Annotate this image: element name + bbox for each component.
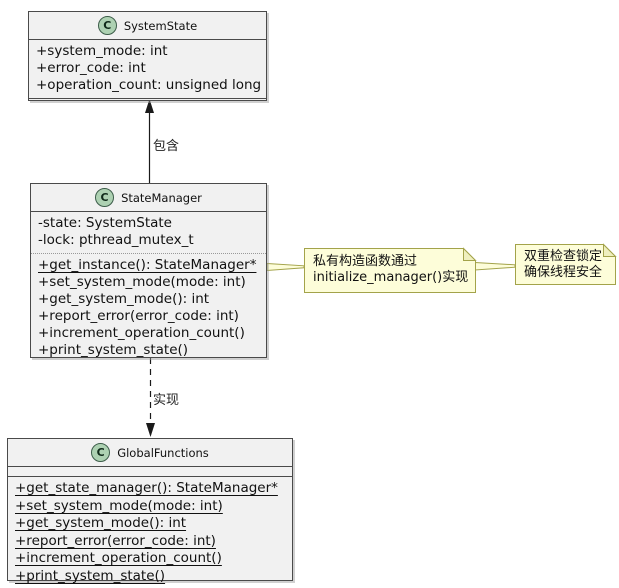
methods-section: +get_state_manager(): StateManager* +set…	[8, 477, 292, 585]
class-header: C StateManager	[31, 184, 266, 212]
note-connector-2	[474, 261, 516, 271]
class-stereotype-icon: C	[95, 188, 115, 207]
note-line: initialize_manager()实现	[313, 270, 469, 285]
attribute-row: +error_code: int	[36, 60, 146, 76]
method-row: +set_system_mode(mode: int)	[15, 497, 223, 514]
class-name: SystemState	[123, 18, 198, 33]
class-box-systemstate: C SystemState +system_mode: int +error_c…	[28, 11, 267, 101]
method-row: +print_system_state()	[38, 342, 189, 358]
attributes-section-empty	[8, 467, 292, 477]
method-row: +set_system_mode(mode: int)	[38, 274, 246, 290]
class-stereotype-icon: C	[91, 443, 111, 462]
edge-label-realization: 实现	[153, 393, 180, 408]
class-header: C SystemState	[29, 12, 266, 40]
note-1-text: 私有构造函数通过 initialize_manager()实现	[313, 254, 468, 286]
attribute-row: -state: SystemState	[38, 215, 172, 231]
attribute-row: +operation_count: unsigned long	[36, 77, 262, 93]
method-row: +report_error(error_code: int)	[15, 532, 216, 549]
note-line: 双重检查锁定	[524, 249, 603, 264]
containment-arrowhead-icon	[145, 99, 154, 113]
method-row: +get_instance(): StateManager*	[38, 257, 257, 273]
method-row: +increment_operation_count()	[15, 550, 222, 566]
edge-label-containment: 包含	[153, 139, 180, 154]
attributes-section: +system_mode: int +error_code: int +oper…	[29, 40, 266, 99]
note-line: 私有构造函数通过	[313, 254, 418, 269]
note-connector-1	[266, 262, 305, 272]
realization-arrowhead-icon	[146, 423, 155, 437]
method-row: +get_state_manager(): StateManager*	[15, 480, 278, 496]
class-header: C GlobalFunctions	[8, 439, 292, 467]
method-row: +get_system_mode(): int	[15, 515, 187, 531]
method-row: +get_system_mode(): int	[38, 291, 210, 307]
class-stereotype-icon: C	[97, 16, 117, 35]
method-row: +increment_operation_count()	[38, 325, 245, 341]
note-line: 确保线程安全	[524, 265, 603, 280]
note-2-fold-icon	[603, 243, 617, 257]
class-name: GlobalFunctions	[117, 445, 209, 460]
method-row: +print_system_state()	[15, 567, 166, 584]
note-2-text: 双重检查锁定 确保线程安全	[524, 249, 602, 281]
attributes-section: -state: SystemState -lock: pthread_mutex…	[31, 212, 266, 254]
attribute-row: -lock: pthread_mutex_t	[38, 232, 194, 248]
class-name: StateManager	[121, 190, 202, 205]
method-row: +report_error(error_code: int)	[38, 308, 239, 324]
class-box-globalfunctions: C GlobalFunctions +get_state_manager(): …	[7, 438, 293, 584]
class-box-statemanager: C StateManager -state: SystemState -lock…	[30, 183, 267, 358]
attribute-row: +system_mode: int	[36, 43, 168, 59]
methods-section: +get_instance(): StateManager* +set_syst…	[31, 254, 266, 359]
